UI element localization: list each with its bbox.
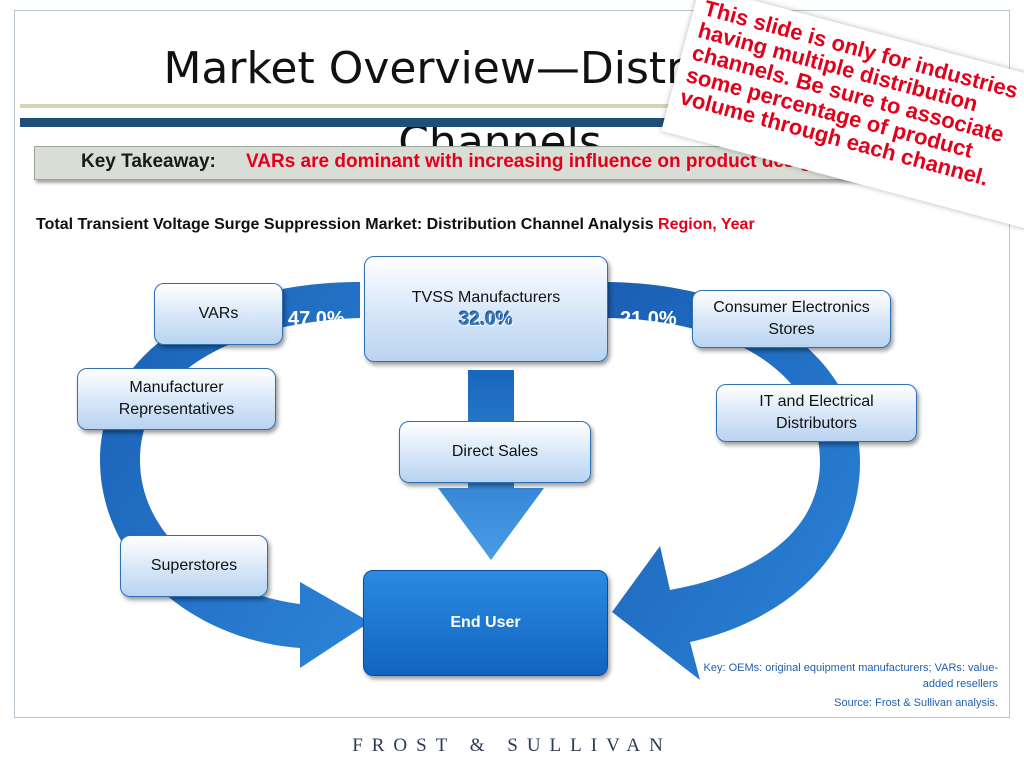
it-electrical-box: IT and Electrical Distributors	[716, 384, 917, 442]
manufacturer-reps-box: Manufacturer Representatives	[77, 368, 276, 430]
source-note: Source: Frost & Sullivan analysis.	[834, 697, 998, 709]
subtitle-main: Total Transient Voltage Surge Suppressio…	[36, 216, 654, 233]
consumer-electronics-label: Consumer Electronics Stores	[713, 299, 870, 338]
vars-box: VARs	[154, 283, 283, 345]
vars-label: VARs	[198, 305, 239, 322]
superstores-box: Superstores	[120, 535, 268, 597]
divider-dark	[20, 118, 1010, 127]
it-electrical-label: IT and Electrical Distributors	[759, 393, 874, 432]
subtitle-region-year: Region, Year	[658, 216, 755, 233]
manufacturers-share: 32.0%	[459, 309, 513, 330]
chart-subtitle: Total Transient Voltage Surge Suppressio…	[36, 216, 755, 234]
direct-sales-label: Direct Sales	[451, 443, 539, 460]
takeaway-label: Key Takeaway:	[81, 151, 216, 172]
manufacturers-label: TVSS Manufacturers	[411, 289, 561, 306]
right-curved-arrow	[608, 282, 860, 680]
slide-frame	[14, 10, 1010, 718]
takeaway-text: VARs are dominant with increasing influe…	[246, 151, 824, 172]
abbreviation-key: Key: OEMs: original equipment manufactur…	[703, 662, 998, 690]
direct-sales-box: Direct Sales	[399, 421, 591, 483]
manufacturer-reps-label: Manufacturer Representatives	[118, 379, 235, 418]
tvss-manufacturers-box: TVSS Manufacturers 32.0%	[364, 256, 608, 362]
superstores-label: Superstores	[150, 557, 238, 574]
retail-share: 21.0%	[620, 308, 677, 330]
divider-light	[20, 104, 1010, 108]
consumer-electronics-box: Consumer Electronics Stores	[692, 290, 891, 348]
end-user-label: End User	[450, 614, 521, 631]
end-user-box: End User	[363, 570, 608, 676]
vars-share: 47.0%	[288, 308, 345, 330]
footer-logo: FROST & SULLIVAN	[352, 735, 672, 756]
